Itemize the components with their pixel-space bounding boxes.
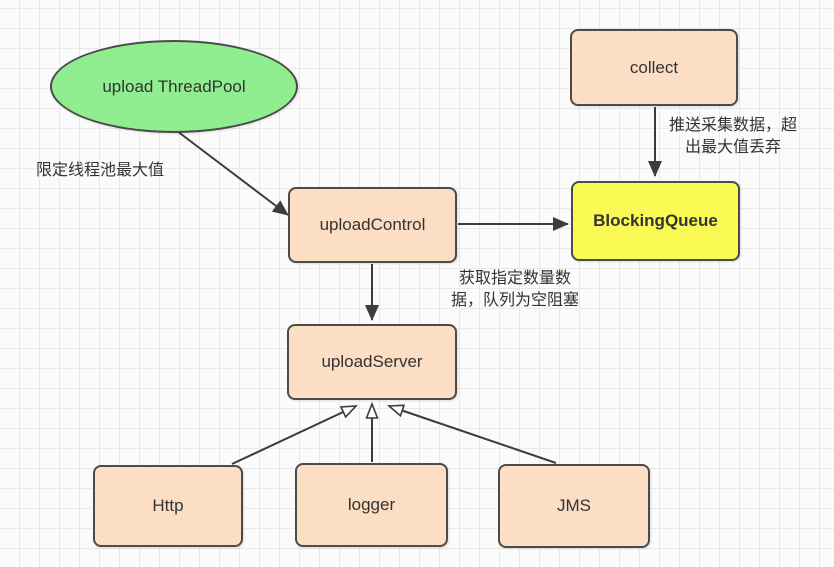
node-uploadcontrol: uploadControl <box>288 187 457 263</box>
annotation-limit-threadpool-max: 限定线程池最大值 <box>36 162 165 179</box>
node-http: Http <box>93 465 243 547</box>
node-uploadcontrol-label: uploadControl <box>319 215 426 234</box>
node-logger-label: logger <box>347 495 396 514</box>
annotation-fetch-specified-data: 获取指定数量数 据，队列为空阻塞 <box>450 270 579 309</box>
node-blockingqueue: BlockingQueue <box>571 181 740 261</box>
annotation-push-collected-data: 推送采集数据，超 出最大值丢弃 <box>668 117 797 156</box>
node-uploadserver-label: uploadServer <box>321 352 423 371</box>
node-http-label: Http <box>152 496 184 515</box>
node-collect-label: collect <box>629 57 679 77</box>
node-collect: collect <box>570 29 738 106</box>
node-jms-label: JMS <box>557 496 591 515</box>
node-uploadserver: uploadServer <box>287 324 457 400</box>
node-logger: logger <box>295 463 448 547</box>
node-upload-threadpool: upload ThreadPool <box>50 40 298 133</box>
edge-threadpool-to-uploadcontrol <box>176 130 289 216</box>
edge-jms-to-uploadserver <box>386 404 557 464</box>
node-upload-threadpool-label: upload ThreadPool <box>102 76 246 96</box>
node-blockingqueue-label: BlockingQueue <box>593 211 718 230</box>
edge-http-to-uploadserver <box>231 405 358 465</box>
node-jms: JMS <box>498 464 650 548</box>
